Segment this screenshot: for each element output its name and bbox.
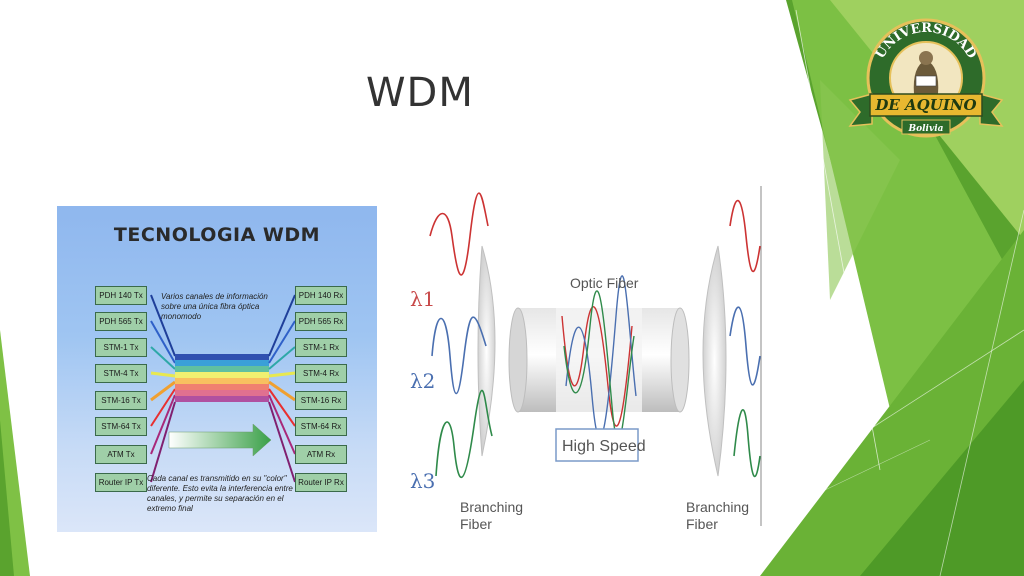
fiber-bundle-diagram: [150, 294, 296, 483]
tx-box: Router IP Tx: [95, 473, 147, 492]
figure-description: Varios canales de información sobre una …: [161, 292, 268, 321]
rx-box: STM-1 Rx: [295, 338, 347, 357]
lambda-1-label: λ1: [410, 287, 435, 311]
figure-title: TECNOLOGIA WDM: [113, 224, 321, 246]
tx-box: STM-4 Tx: [95, 364, 147, 383]
left-fiber-label: Fiber: [460, 516, 492, 532]
right-branching-label: Branching: [686, 499, 749, 515]
high-speed-label: High Speed: [562, 438, 646, 455]
tx-box: PDH 565 Tx: [95, 312, 147, 331]
left-branching-label: Branching: [460, 499, 523, 515]
logo-banner-text: DE AQUINO: [874, 96, 976, 114]
lambda-2-label: λ2: [410, 369, 435, 393]
slide-title: WDM: [366, 70, 474, 116]
tx-box: ATM Tx: [95, 445, 147, 464]
right-fiber-label: Fiber: [686, 516, 718, 532]
rx-box: PDH 140 Rx: [295, 286, 347, 305]
rx-box: Router IP Rx: [295, 473, 347, 492]
rx-box: STM-4 Rx: [295, 364, 347, 383]
rx-box: STM-16 Rx: [295, 391, 347, 410]
tx-box: STM-16 Tx: [95, 391, 147, 410]
logo-sub-text: Bolivia: [908, 124, 944, 134]
tx-box: STM-1 Tx: [95, 338, 147, 357]
figure-footer-note: Cada canal es transmitido en su "color" …: [147, 474, 293, 513]
tx-box: STM-64 Tx: [95, 417, 147, 436]
optic-fiber-label: Optic Fiber: [570, 275, 639, 291]
rx-box: STM-64 Rx: [295, 417, 347, 436]
rx-box: PDH 565 Rx: [295, 312, 347, 331]
rx-box: ATM Rx: [295, 445, 347, 464]
university-logo: UNIVERSIDAD DE AQUINO Bolivia: [848, 18, 1004, 138]
branching-fiber-diagram: λ1 λ2 λ3 Optic Fiber High Speed Branchin…: [396, 186, 766, 536]
lambda-3-label: λ3: [410, 469, 435, 493]
wdm-technology-figure: TECNOLOGIA WDM: [57, 206, 377, 532]
tx-box: PDH 140 Tx: [95, 286, 147, 305]
